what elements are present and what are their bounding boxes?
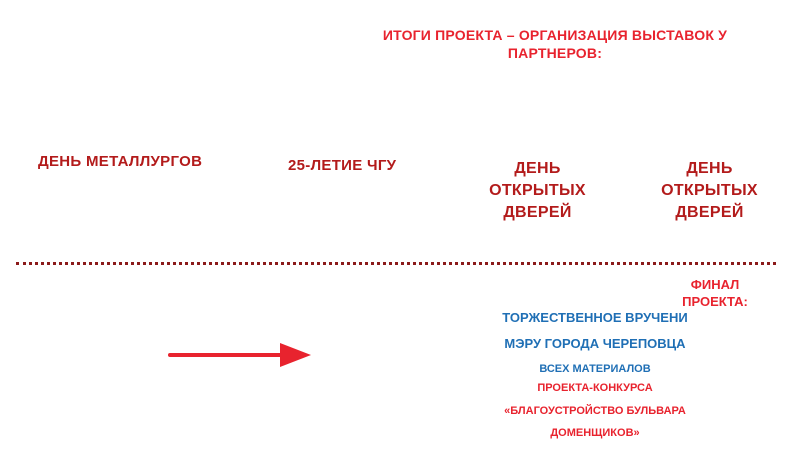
ceremony-line-2: МЭРУ ГОРОДА ЧЕРЕПОВЦА — [504, 336, 686, 351]
project-line-2: «БЛАГОУСТРОЙСТВО БУЛЬВАРА — [504, 405, 686, 417]
slide-title-line-1: ИТОГИ ПРОЕКТА – ОРГАНИЗАЦИЯ ВЫСТАВОК У — [382, 27, 728, 43]
project-line-3: ДОМЕНЩИКОВ» — [550, 427, 640, 439]
timeline-divider — [16, 262, 776, 265]
slide-title-line-2: ПАРТНЕРОВ: — [507, 45, 603, 61]
project-line-1: ПРОЕКТА-КОНКУРСА — [537, 382, 653, 394]
project-final-label: ФИНАЛ ПРОЕКТА: — [650, 276, 780, 310]
event-label: ДЕНЬ МЕТАЛЛУРГОВ — [38, 153, 203, 170]
event-label: 25-ЛЕТИЕ ЧГУ — [288, 157, 397, 174]
event-chgu-anniversary: 25-ЛЕТИЕ ЧГУ — [288, 156, 438, 176]
arrow-right-icon — [168, 343, 311, 367]
event-metallurgists-day: ДЕНЬ МЕТАЛЛУРГОВ — [38, 152, 268, 172]
event-open-doors-day-2: ДЕНЬ ОТКРЫТЫХ ДВЕРЕЙ — [632, 158, 787, 224]
event-label-line-1: ДЕНЬ — [514, 160, 561, 177]
event-label-line-1: ДЕНЬ — [686, 160, 733, 177]
event-open-doors-day-1: ДЕНЬ ОТКРЫТЫХ ДВЕРЕЙ — [460, 158, 615, 224]
event-label-line-3: ДВЕРЕЙ — [675, 204, 744, 221]
project-final-line-2: ПРОЕКТА: — [682, 294, 748, 309]
event-label-line-2: ОТКРЫТЫХ — [489, 182, 586, 199]
slide-title: ИТОГИ ПРОЕКТА – ОРГАНИЗАЦИЯ ВЫСТАВОК У П… — [340, 26, 770, 62]
ceremony-line-3: ВСЕХ МАТЕРИАЛОВ — [539, 363, 651, 375]
event-label-line-2: ОТКРЫТЫХ — [661, 182, 758, 199]
event-label-line-3: ДВЕРЕЙ — [503, 204, 572, 221]
ceremony-line-1: ТОРЖЕСТВЕННОЕ ВРУЧЕНИ — [502, 310, 688, 325]
project-final-line-1: ФИНАЛ — [690, 277, 740, 292]
